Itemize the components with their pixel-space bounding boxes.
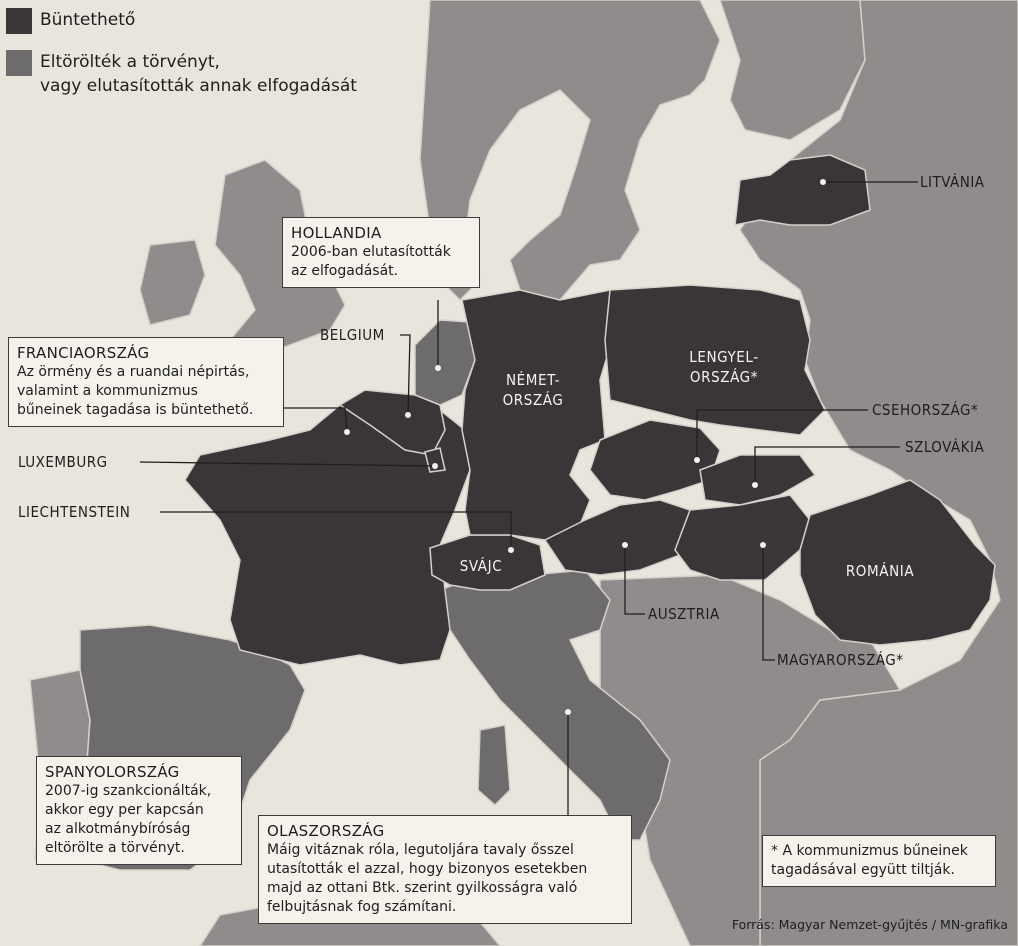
leader-csehorszag: [696, 409, 868, 460]
dot-belgium: [405, 412, 411, 418]
leader-dots: [344, 179, 826, 715]
belgium: [338, 389, 446, 456]
callout-franciaorszag-line2: valamint a kommunizmus: [17, 383, 198, 399]
slovakia: [699, 454, 817, 506]
callout-franciaorszag-line3: bűneinek tagadása is büntethető.: [17, 402, 254, 418]
label-lengyelorszag: LENGYEL- ORSZÁG*: [672, 347, 776, 387]
callout-hollandia-line2: az elfogadását.: [291, 263, 399, 279]
callout-spanyolorszag-line2: akkor egy per kapcsán: [45, 802, 204, 818]
callout-hollandia-line1: 2006-ban elutasították: [291, 244, 451, 260]
label-lengyelorszag-line2: ORSZÁG*: [689, 368, 759, 386]
dot-csehorszag: [694, 457, 700, 463]
label-szlovakia: SZLOVÁKIA: [905, 438, 985, 456]
dot-magyarorszag: [760, 542, 766, 548]
czechia: [589, 419, 721, 501]
callout-franciaorszag-title: FRANCIAORSZÁG: [17, 344, 150, 362]
scandinavia: [419, 0, 721, 306]
legend-swatch-punishable: [6, 8, 32, 34]
label-luxemburg: LUXEMBURG: [18, 453, 108, 471]
latvia: [734, 154, 871, 226]
dot-liechtenstein: [508, 547, 514, 553]
label-nemetorszag-line2: ORSZÁG: [502, 391, 564, 409]
callout-spanyolorszag-line1: 2007-ig szankcionálták,: [45, 783, 212, 799]
leader-belgium: [400, 334, 411, 416]
legend-label-repealed: Eltörölték a törvényt, vagy elutasítottá…: [40, 50, 357, 98]
label-nemetorszag: NÉMET- ORSZÁG: [488, 370, 578, 410]
callout-spanyolorszag-line3: az alkotmánybíróság: [45, 821, 191, 837]
callout-olaszorszag-line4: felbujtásnak fog számítani.: [267, 899, 457, 915]
label-csehorszag: CSEHORSZÁG*: [872, 401, 979, 419]
dot-ausztria: [622, 542, 628, 548]
dot-franciaorszag: [344, 429, 350, 435]
label-lengyelorszag-line1: LENGYEL-: [689, 348, 759, 366]
romania: [799, 479, 996, 646]
ireland: [139, 239, 206, 326]
leader-ausztria: [624, 545, 645, 615]
callout-olaszorszag-line3: majd az ottani Btk. szerint gyilkosságra…: [267, 880, 578, 896]
callout-spanyolorszag: SPANYOLORSZÁG 2007-ig szankcionálták, ak…: [36, 756, 242, 865]
callout-footnote-line2: tagadásával együtt tiltják.: [771, 862, 955, 878]
label-nemetorszag-line1: NÉMET-: [505, 371, 561, 389]
legend-swatch-repealed: [6, 50, 32, 76]
dot-olaszorszag: [565, 709, 571, 715]
callout-olaszorszag: OLASZORSZÁG Máig vitáznak róla, legutolj…: [258, 815, 632, 924]
label-ausztria: AUSZTRIA: [648, 605, 720, 623]
callout-olaszorszag-line2: utasították el azzal, hogy bizonyos eset…: [267, 861, 588, 877]
punishable-countries: [184, 154, 996, 666]
callout-spanyolorszag-line4: eltörölte a törvényt.: [45, 840, 185, 856]
label-romania: ROMÁNIA: [845, 562, 915, 580]
leader-magyarorszag: [762, 545, 775, 661]
label-litvania: LITVÁNIA: [920, 173, 985, 191]
callout-olaszorszag-line1: Máig vitáznak róla, legutoljára tavaly ő…: [267, 842, 574, 858]
callout-spanyolorszag-title: SPANYOLORSZÁG: [45, 763, 180, 781]
legend-label-repealed-line1: Eltörölték a törvényt,: [40, 52, 220, 72]
dot-hollandia: [435, 365, 441, 371]
germany: [461, 289, 613, 541]
callout-olaszorszag-title: OLASZORSZÁG: [267, 822, 385, 840]
leader-luxemburg: [139, 461, 436, 467]
hungary: [674, 494, 811, 581]
source-credit: Forrás: Magyar Nemzet-gyűjtés / MN-grafi…: [731, 917, 1008, 932]
leader-liechtenstein: [160, 511, 512, 550]
label-svajc: SVÁJC: [459, 557, 503, 575]
leader-lines: [139, 181, 918, 815]
legend: Büntethető Eltörölték a törvényt, vagy e…: [6, 6, 406, 106]
label-liechtenstein: LIECHTENSTEIN: [18, 503, 131, 521]
legend-item-repealed: Eltörölték a törvényt, vagy elutasítottá…: [6, 50, 357, 98]
callout-hollandia: HOLLANDIA 2006-ban elutasították az elfo…: [282, 217, 480, 288]
callout-franciaorszag-line1: Az örmény és a ruandai népirtás,: [17, 364, 250, 380]
poland: [604, 284, 826, 436]
dot-luxemburg: [432, 463, 438, 469]
italy: [439, 569, 671, 841]
legend-label-punishable: Büntethető: [40, 10, 136, 30]
label-belgium: BELGIUM: [320, 326, 385, 344]
callout-footnote-line1: * A kommunizmus bűneinek: [771, 843, 968, 859]
legend-item-punishable: Büntethető: [6, 8, 135, 34]
callout-footnote: * A kommunizmus bűneinek tagadásával egy…: [762, 835, 996, 887]
callout-franciaorszag: FRANCIAORSZÁG Az örmény és a ruandai nép…: [8, 337, 284, 427]
great-britain: [214, 159, 346, 361]
dot-litvania: [820, 179, 826, 185]
label-magyarorszag: MAGYARORSZÁG*: [777, 651, 904, 669]
legend-label-repealed-line2: vagy elutasították annak elfogadását: [40, 76, 357, 96]
sardinia: [477, 724, 511, 807]
leader-szlovakia: [754, 446, 900, 485]
dot-szlovakia: [752, 482, 758, 488]
leader-franciaorszag: [282, 407, 348, 433]
callout-hollandia-title: HOLLANDIA: [291, 224, 382, 242]
